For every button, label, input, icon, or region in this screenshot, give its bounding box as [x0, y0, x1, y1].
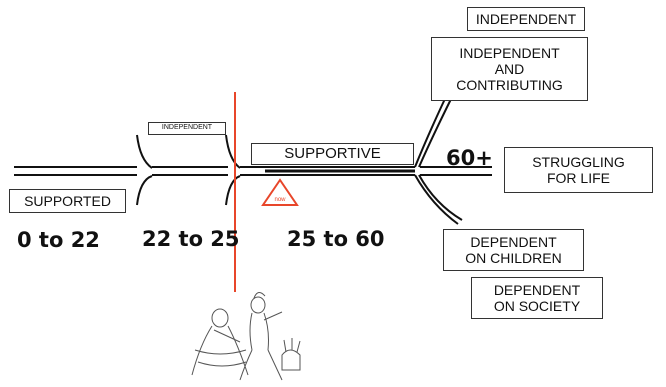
now-marker-label: now: [274, 197, 286, 203]
stage-dependent-on-society: DEPENDENT ON SOCIETY: [471, 277, 603, 319]
stage-independent-late: INDEPENDENT: [467, 7, 585, 31]
stage-independent-contributing: INDEPENDENT AND CONTRIBUTING: [431, 37, 588, 101]
stage-supportive: SUPPORTIVE: [251, 143, 414, 165]
age-label-22-25: 22 to 25: [142, 227, 240, 251]
stage-dependent-on-children: DEPENDENT ON CHILDREN: [443, 229, 584, 271]
age-label-25-60: 25 to 60: [287, 227, 385, 251]
age-label-0-22: 0 to 22: [17, 228, 100, 252]
stage-independent-early: INDEPENDENT: [148, 122, 226, 135]
stage-struggling-for-life: STRUGGLING FOR LIFE: [504, 147, 653, 193]
dancing-couple-illustration: [191, 292, 301, 381]
now-marker: now: [261, 178, 299, 206]
age-label-60-plus: 60+: [446, 146, 493, 170]
stage-supported: SUPPORTED: [9, 189, 126, 213]
